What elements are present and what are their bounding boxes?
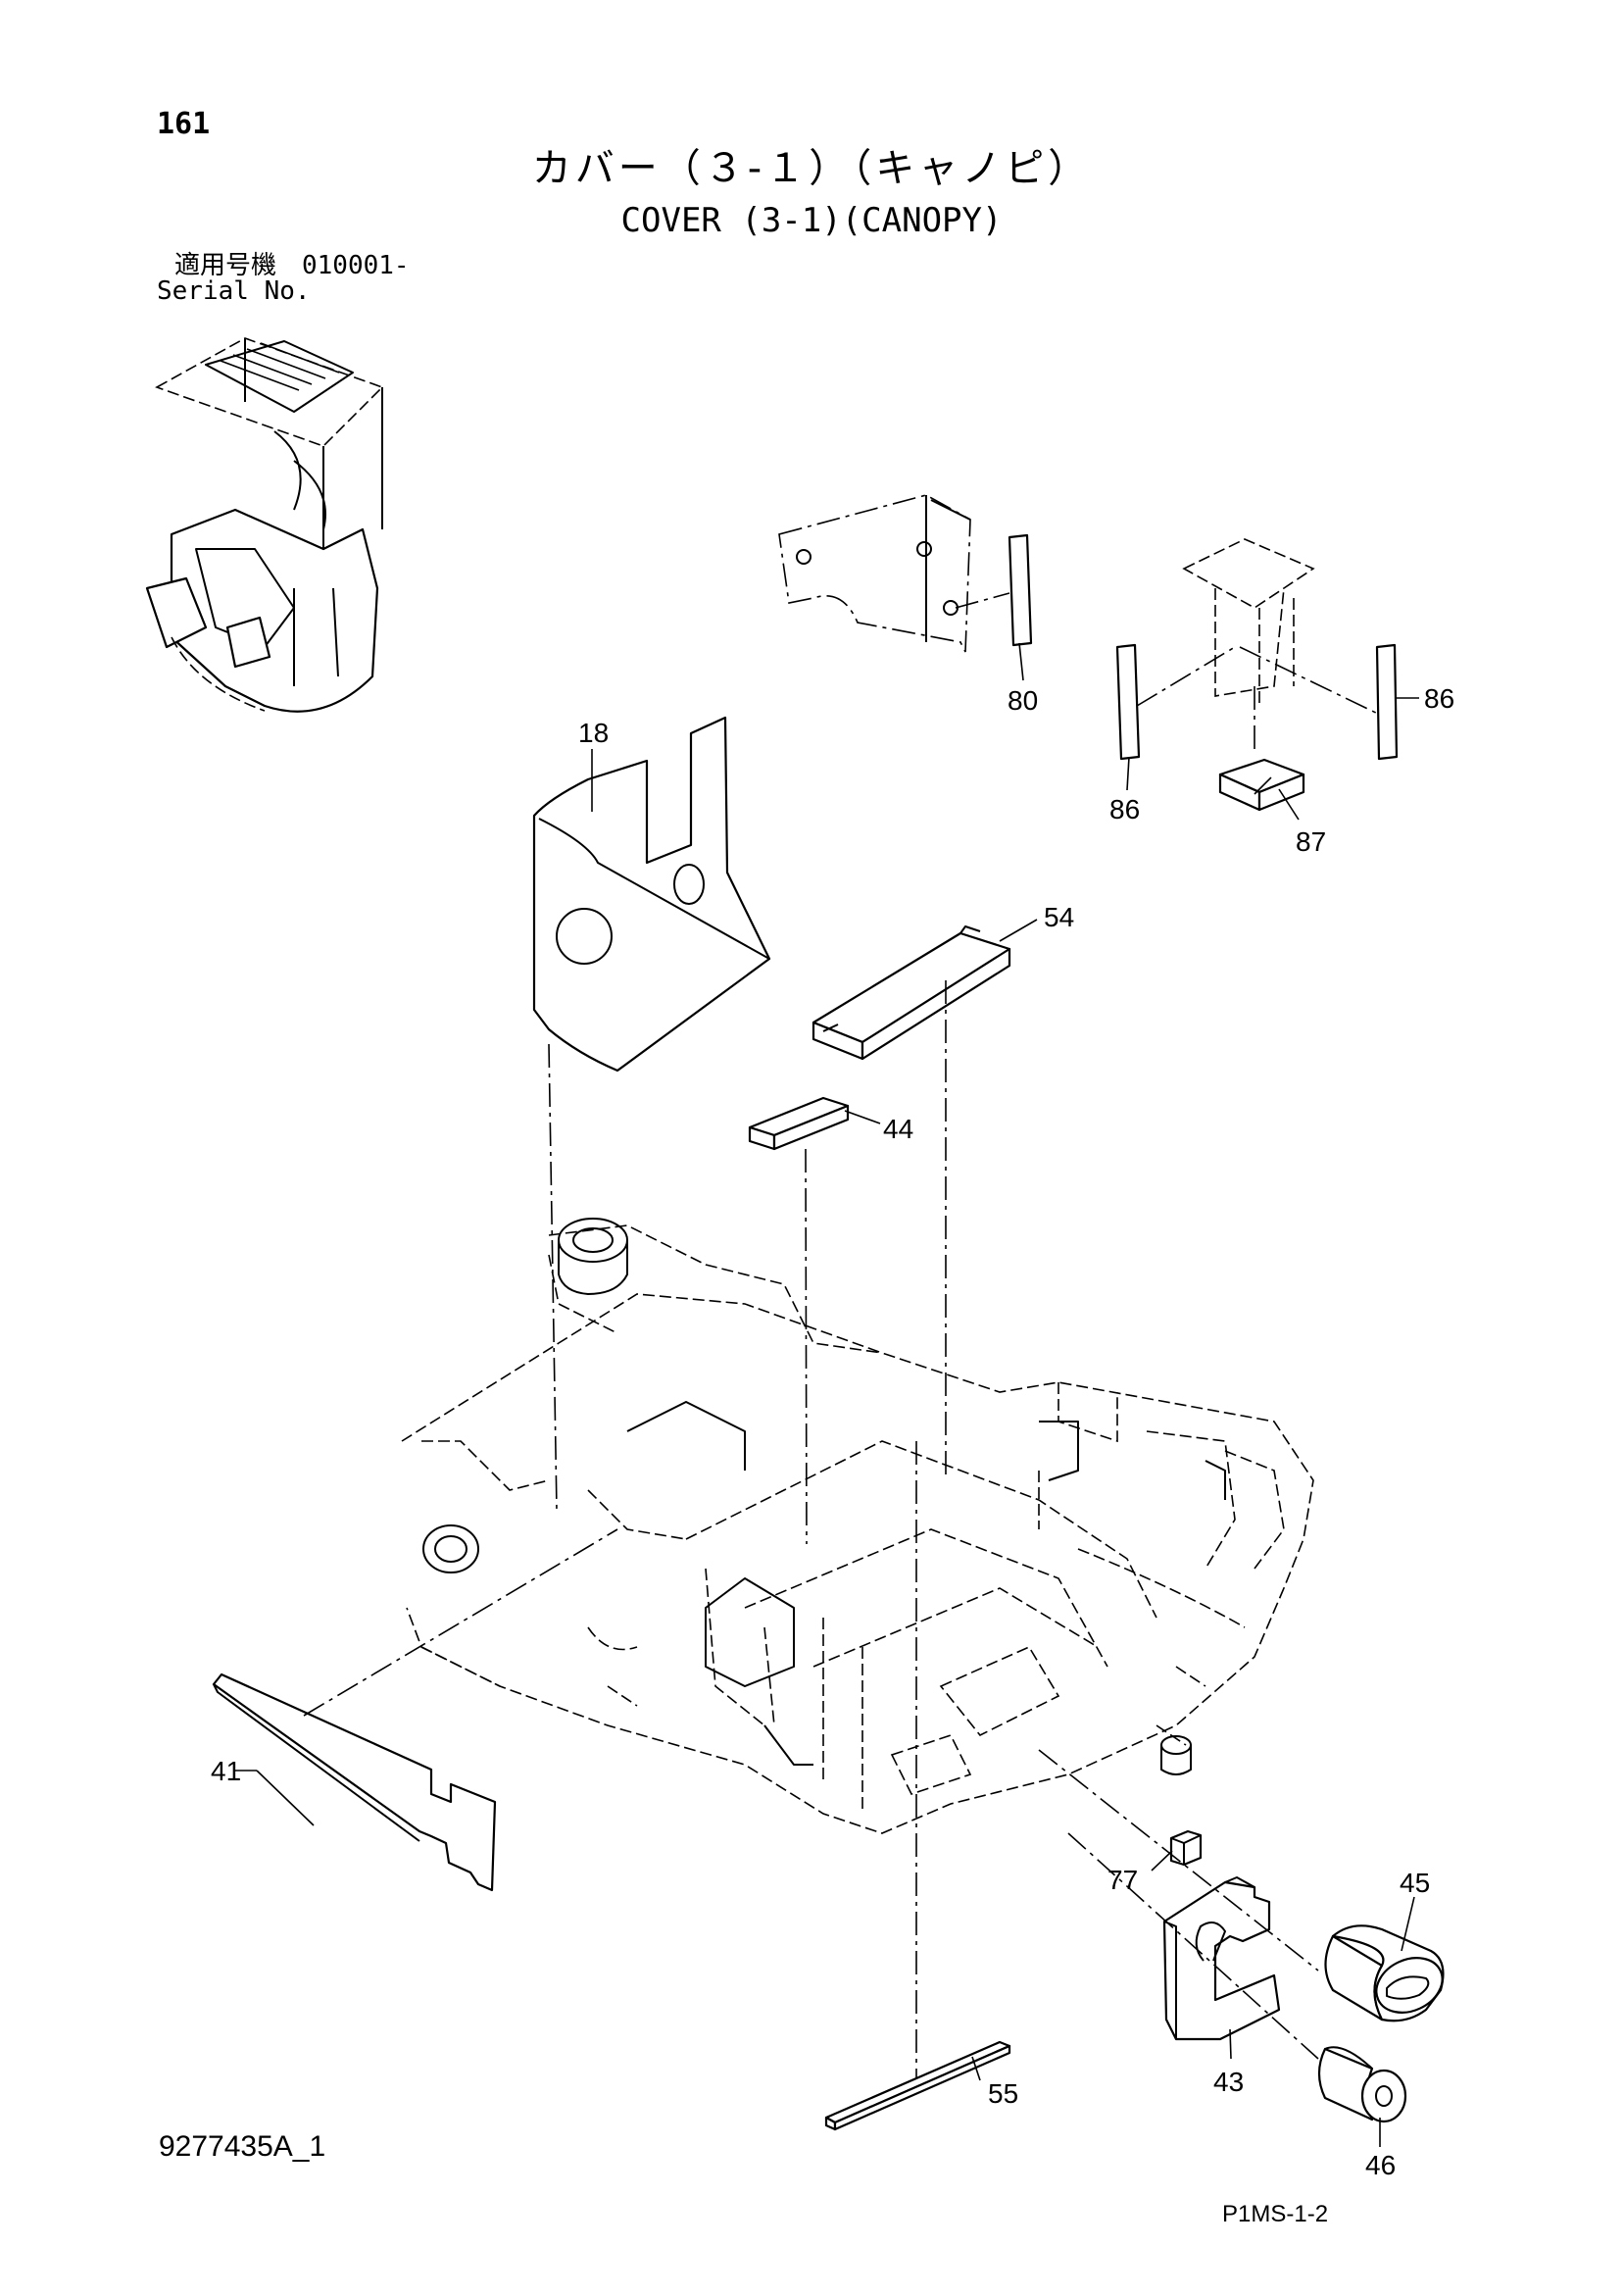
callout-54: 54 (1044, 902, 1074, 932)
page-code: P1MS-1-2 (1222, 2201, 1329, 2227)
part-77-block (1169, 1829, 1203, 1867)
part-54-bar (812, 925, 1011, 1061)
page-title-english: COVER (3-1)(CANOPY) (620, 201, 1003, 240)
callout-43: 43 (1213, 2067, 1244, 2097)
part-44-block (748, 1096, 850, 1151)
part-80-bracket-assembly (778, 494, 1033, 653)
page-title-japanese: カバー（３-１）（キャノピ） (531, 146, 1092, 191)
part-43-bracket (1162, 1876, 1281, 2041)
callout-55: 55 (988, 2078, 1018, 2109)
part-46-collar (1317, 2046, 1407, 2123)
machine-thumbnail (145, 337, 384, 713)
callout-labels: 18 41 43 44 45 46 54 55 77 80 86 86 87 (211, 683, 1454, 2180)
alignment-lines (303, 774, 1319, 2078)
callout-45: 45 (1400, 1868, 1430, 1898)
callout-77: 77 (1107, 1865, 1138, 1895)
callout-80: 80 (1008, 685, 1038, 716)
part-41-plate (212, 1672, 497, 1892)
serial-label-english: Serial No. (157, 276, 311, 306)
page-number: 161 (157, 107, 211, 141)
callout-18: 18 (578, 718, 609, 748)
part-55-rod (824, 2040, 1011, 2131)
callout-44: 44 (883, 1114, 913, 1144)
callout-41: 41 (211, 1756, 241, 1786)
leader-lines (235, 642, 1419, 2147)
callout-86-right: 86 (1424, 683, 1454, 714)
callout-86-left: 86 (1109, 794, 1140, 824)
part-86-87-bracket-assembly (1115, 538, 1399, 812)
part-45-sleeve (1324, 1924, 1445, 2022)
frame-solid-details (422, 1218, 1226, 1775)
drawing-code: 9277435A_1 (159, 2130, 326, 2163)
callout-87: 87 (1296, 826, 1326, 857)
serial-label-japanese: 適用号機 010001- (174, 251, 410, 280)
callout-46: 46 (1365, 2150, 1396, 2180)
main-frame (401, 1224, 1314, 1834)
part-18-cover (532, 716, 771, 1073)
